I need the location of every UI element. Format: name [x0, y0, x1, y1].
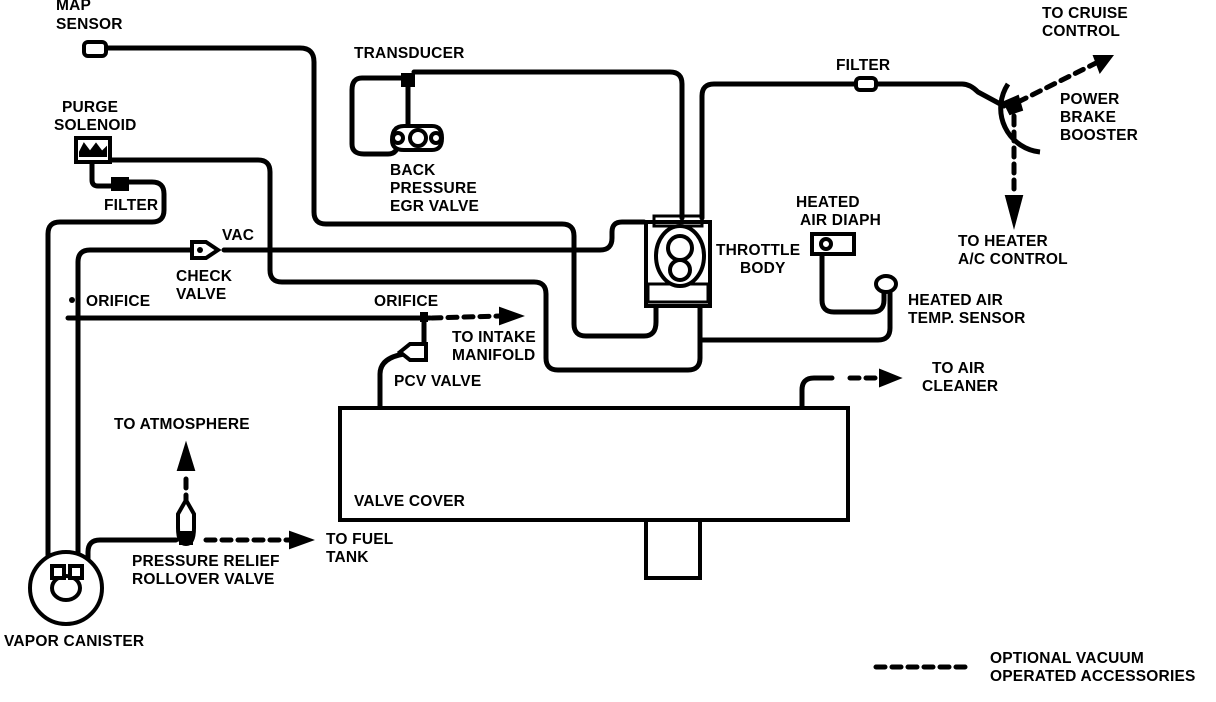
heated-air-temp-sensor	[874, 274, 898, 294]
heated-air-hose	[819, 249, 887, 315]
label-to-heater-ac-control: TO HEATER A/C CONTROL	[958, 233, 1068, 268]
filter-top	[854, 76, 878, 92]
valve-cover	[338, 406, 850, 580]
label-throttle-body: THROTTLE BODY	[716, 242, 805, 277]
legend-text: OPTIONAL VACUUM OPERATED ACCESSORIES	[990, 650, 1196, 685]
check-valve-to-throttle-hose	[221, 219, 647, 253]
valve-cover-breather-hose	[799, 375, 835, 409]
check-valve	[190, 240, 222, 260]
arrow-to-atmosphere	[176, 440, 196, 471]
transducer-hose	[349, 75, 411, 157]
arrow-to-fuel-tank	[289, 530, 315, 550]
map-sensor	[82, 40, 108, 58]
pcv-valve	[396, 342, 428, 362]
label-to-intake-manifold: TO INTAKE MANIFOLD	[452, 329, 540, 364]
canister-vent-hose	[85, 537, 179, 563]
label-orifice-left: ORIFICE	[86, 293, 150, 310]
label-purge-solenoid: PURGE SOLENOID	[54, 99, 137, 134]
vac-hose	[75, 247, 193, 563]
label-heated-air-diaph: HEATED AIR DIAPH	[796, 194, 881, 229]
label-to-fuel-tank: TO FUEL TANK	[326, 531, 398, 566]
throttle-body	[644, 214, 712, 308]
pressure-relief-rollover-valve	[176, 495, 196, 547]
label-orifice-mid: ORIFICE	[374, 293, 438, 310]
label-pcv-valve: PCV VALVE	[394, 373, 481, 390]
label-valve-cover: VALVE COVER	[354, 493, 465, 510]
back-pressure-egr-valve	[389, 124, 445, 152]
vacuum-hoses	[45, 45, 1101, 563]
flow-arrows	[176, 55, 1114, 550]
orifice-mid-marker	[420, 312, 428, 322]
heated-air-sensor-hose	[699, 287, 893, 343]
pcv-hose	[377, 317, 427, 411]
label-to-air-cleaner: TO AIR CLEANER	[922, 360, 998, 395]
label-vac: VAC	[222, 227, 254, 244]
map-sensor-hose	[105, 45, 659, 339]
purge-solenoid	[74, 136, 112, 164]
label-back-pressure-egr-valve: BACK PRESSURE EGR VALVE	[390, 162, 481, 215]
arrow-to-cruise-control	[1092, 55, 1114, 75]
labels: MAP SENSOR TRANSDUCER BACK PRESSURE EGR …	[4, 0, 1196, 685]
brake-booster-hose	[699, 81, 1007, 221]
label-map-sensor: MAP SENSOR	[56, 0, 123, 33]
heated-air-diaph	[810, 232, 856, 256]
label-power-brake-booster: POWER BRAKE BOOSTER	[1060, 91, 1138, 144]
label-filter-top: FILTER	[836, 57, 890, 74]
transducer	[401, 73, 415, 87]
label-pressure-relief-rollover-valve: PRESSURE RELIEF ROLLOVER VALVE	[132, 553, 284, 588]
label-check-valve: CHECK VALVE	[176, 268, 237, 303]
power-brake-booster	[998, 82, 1041, 155]
label-filter-left: FILTER	[104, 197, 158, 214]
label-transducer: TRANSDUCER	[354, 45, 465, 62]
label-heated-air-temp-sensor: HEATED AIR TEMP. SENSOR	[908, 292, 1026, 327]
to-cruise-control-dashed-line	[1015, 59, 1101, 105]
label-to-cruise-control: TO CRUISE CONTROL	[1042, 5, 1132, 40]
arrow-to-air-cleaner	[879, 368, 903, 388]
purge-to-canister-hose	[89, 159, 115, 189]
orifice-left-marker	[69, 297, 75, 303]
arrow-to-heater-ac	[1004, 195, 1024, 230]
transducer-to-throttle-hose	[411, 69, 685, 221]
filter-left	[111, 177, 129, 191]
label-to-atmosphere: TO ATMOSPHERE	[114, 416, 250, 433]
to-intake-manifold-dashed-line	[429, 313, 503, 321]
label-vapor-canister: VAPOR CANISTER	[4, 633, 144, 650]
arrow-to-intake-manifold	[499, 306, 525, 326]
vapor-canister	[28, 550, 104, 626]
purge-to-throttle-hose	[101, 157, 703, 373]
filter-to-canister-hose	[45, 179, 167, 563]
